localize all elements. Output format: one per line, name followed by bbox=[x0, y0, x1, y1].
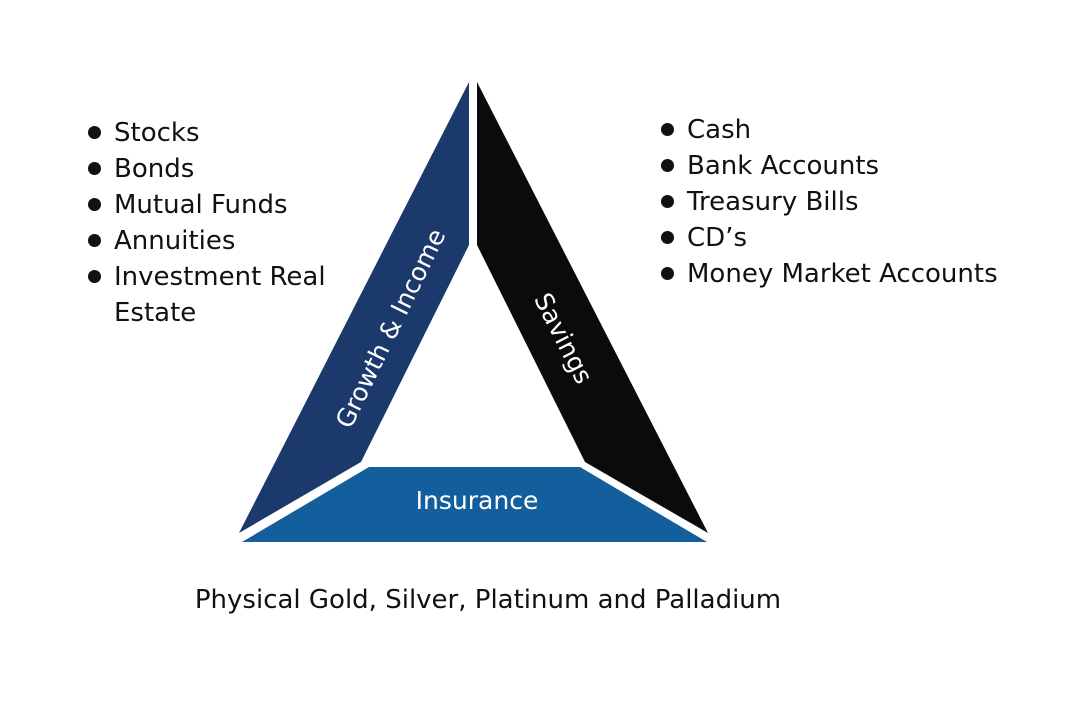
list-item: Money Market Accounts bbox=[661, 256, 1061, 292]
growth-income-list: Stocks Bonds Mutual Funds Annuities Inve… bbox=[88, 115, 368, 331]
list-item: Annuities bbox=[88, 223, 368, 259]
savings-list: Cash Bank Accounts Treasury Bills CD’s M… bbox=[661, 112, 1061, 292]
list-item: Treasury Bills bbox=[661, 184, 1061, 220]
list-item: Cash bbox=[661, 112, 1061, 148]
list-item: Bank Accounts bbox=[661, 148, 1061, 184]
insurance-label: Insurance bbox=[416, 486, 539, 515]
list-item: Investment Real Estate bbox=[88, 259, 368, 331]
savings-segment bbox=[477, 82, 708, 533]
insurance-segment bbox=[242, 467, 707, 542]
list-item: CD’s bbox=[661, 220, 1061, 256]
growth-income-segment bbox=[239, 82, 469, 533]
list-item: Mutual Funds bbox=[88, 187, 368, 223]
list-item: Bonds bbox=[88, 151, 368, 187]
precious-metals-caption: Physical Gold, Silver, Platinum and Pall… bbox=[194, 585, 782, 615]
list-item: Stocks bbox=[88, 115, 368, 151]
